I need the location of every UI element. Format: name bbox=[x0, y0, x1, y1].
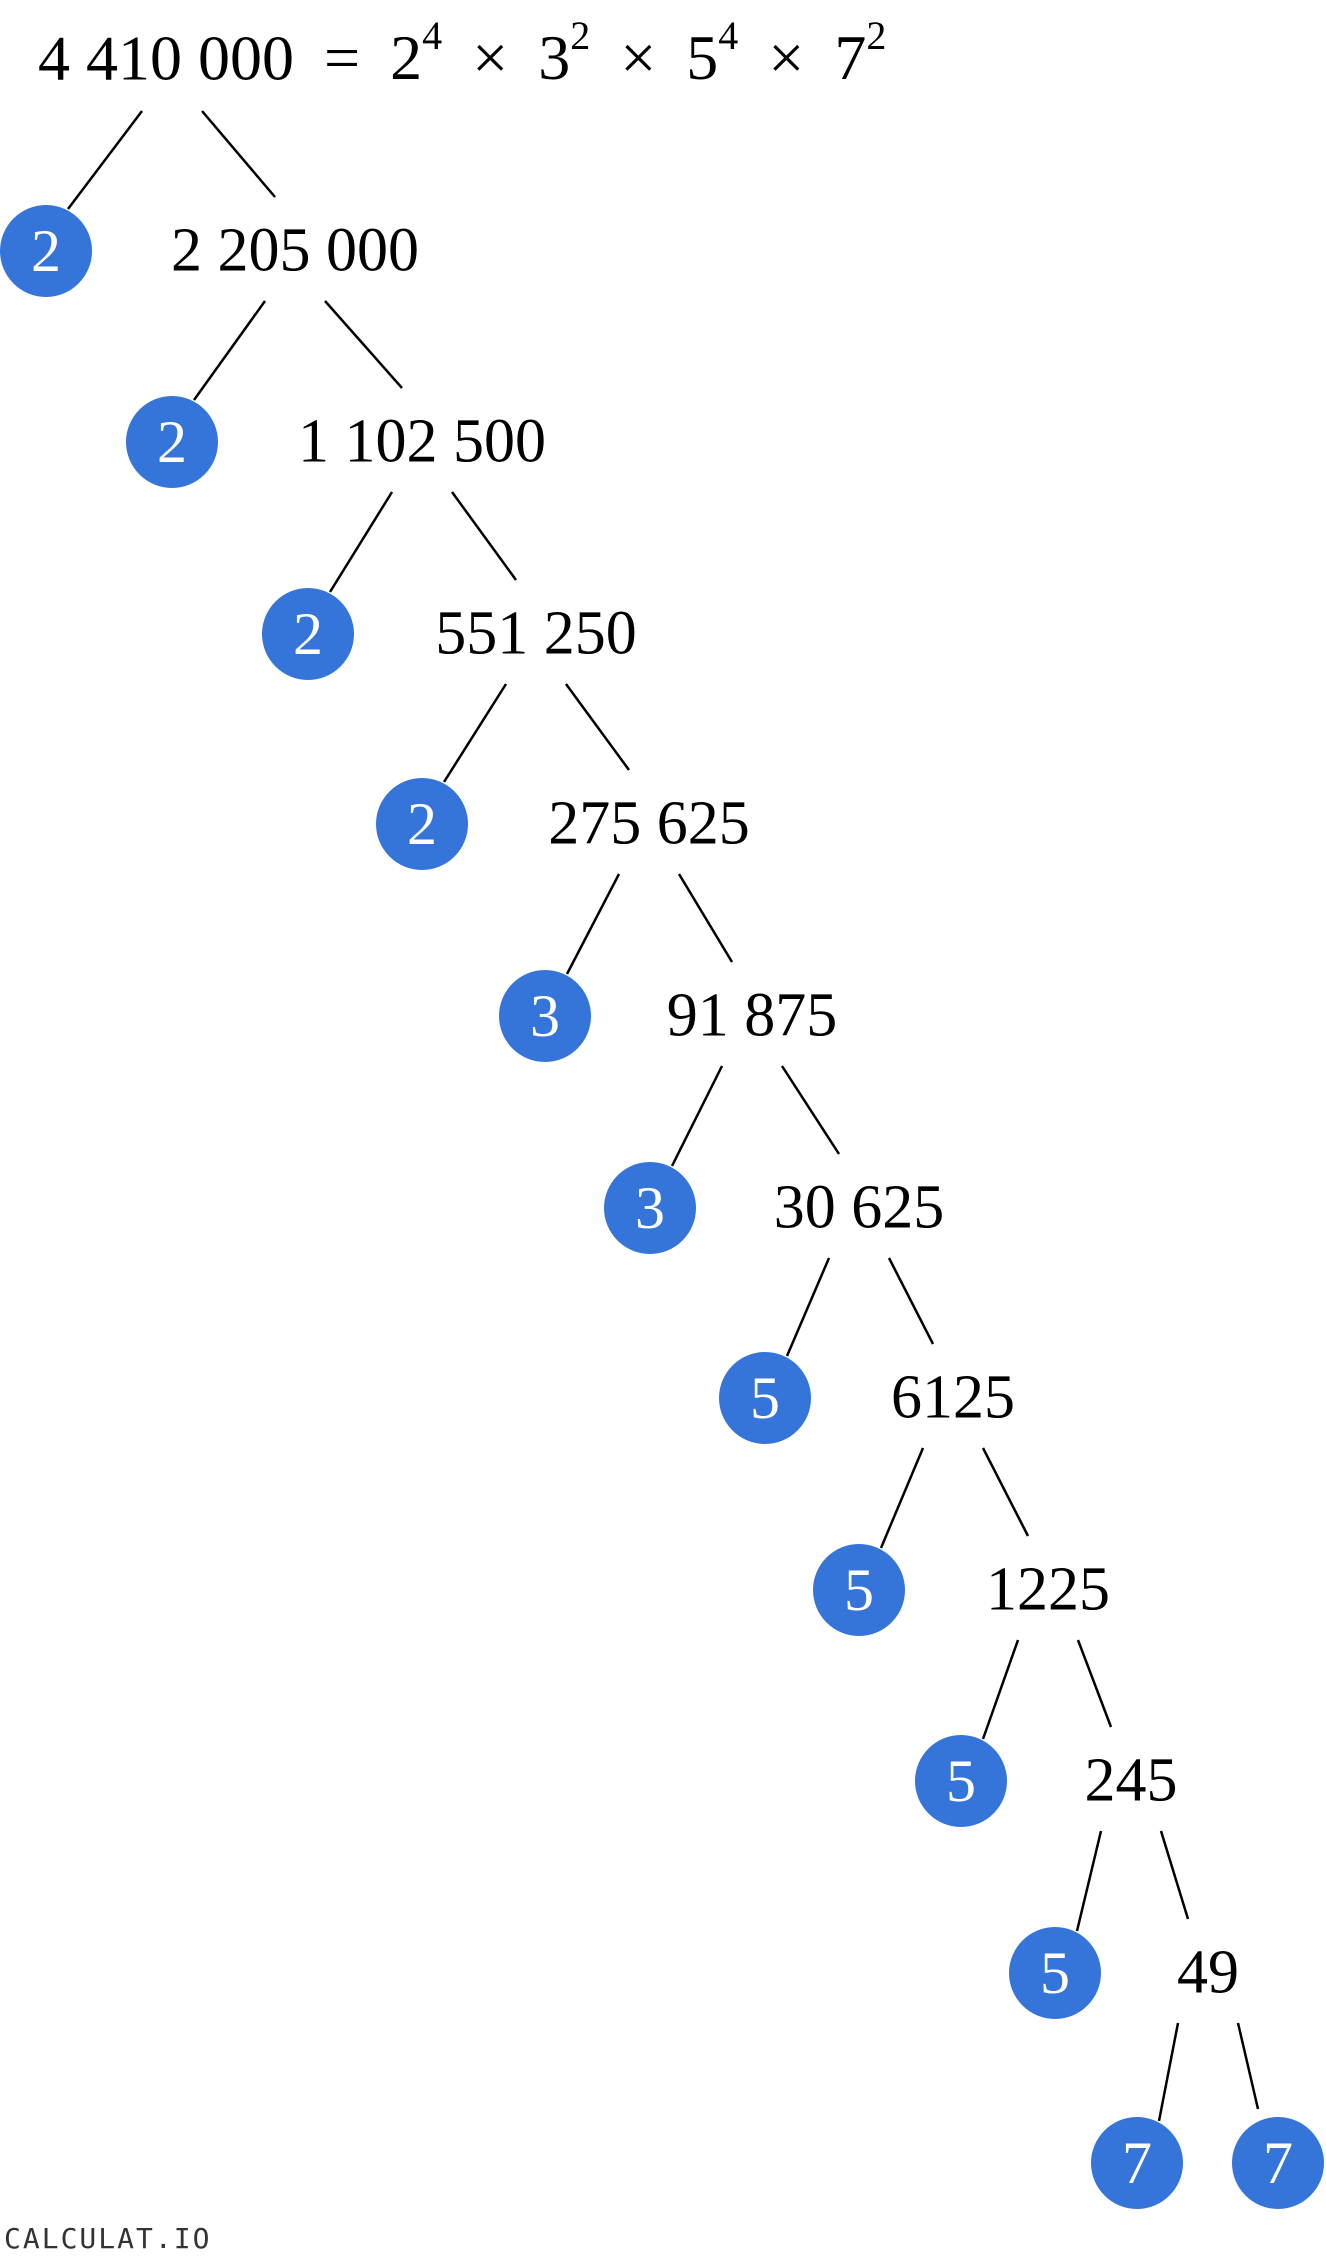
factor-term: 24 bbox=[390, 13, 443, 94]
tree-edge bbox=[887, 1257, 935, 1345]
tree-edge bbox=[1075, 1830, 1103, 1932]
tree-edge bbox=[67, 110, 143, 210]
prime-factor-circle: 2 bbox=[126, 396, 218, 488]
tree-edge bbox=[879, 1447, 925, 1549]
quotient-node: 1225 bbox=[986, 1555, 1110, 1624]
prime-factor-circle: 5 bbox=[1009, 1927, 1101, 2019]
quotient-node: 6125 bbox=[891, 1363, 1015, 1432]
tree-edge bbox=[981, 1447, 1030, 1537]
tree-edge bbox=[442, 683, 508, 783]
tree-edge bbox=[677, 873, 734, 963]
tree-edge bbox=[670, 1065, 724, 1167]
times-sign: × bbox=[472, 22, 509, 94]
prime-factor-circle: 2 bbox=[0, 205, 92, 297]
prime-factor-circle: 5 bbox=[719, 1352, 811, 1444]
tree-edge bbox=[1159, 1830, 1190, 1920]
prime-factor-circle: 3 bbox=[499, 970, 591, 1062]
prime-factor-circle: 7 bbox=[1091, 2117, 1183, 2209]
prime-factor-circle: 5 bbox=[915, 1735, 1007, 1827]
prime-factor-circle: 3 bbox=[604, 1162, 696, 1254]
factorization-equation: 4 410 000 = 24 × 32 × 54 × 72 bbox=[38, 13, 887, 95]
original-number: 4 410 000 bbox=[38, 22, 294, 94]
quotient-node: 91 875 bbox=[666, 981, 838, 1050]
tree-edge bbox=[1236, 2022, 1260, 2110]
factor-term: 72 bbox=[834, 13, 887, 94]
tree-edge bbox=[565, 873, 621, 975]
tree-edge bbox=[780, 1065, 841, 1155]
quotient-node: 275 625 bbox=[548, 789, 750, 858]
equals-sign: = bbox=[324, 22, 361, 94]
quotient-node: 49 bbox=[1177, 1938, 1239, 2007]
tree-edge bbox=[564, 683, 631, 771]
quotient-node: 245 bbox=[1084, 1746, 1178, 1815]
quotient-node: 1 102 500 bbox=[298, 407, 546, 476]
quotient-node: 2 205 000 bbox=[171, 216, 419, 285]
quotient-node: 551 250 bbox=[435, 599, 637, 668]
times-sign: × bbox=[768, 22, 805, 94]
factor-term: 54 bbox=[686, 13, 739, 94]
tree-edge bbox=[201, 110, 276, 198]
tree-edge bbox=[450, 491, 518, 581]
tree-edge bbox=[785, 1257, 831, 1357]
prime-factor-circle: 2 bbox=[376, 778, 468, 870]
tree-edge bbox=[981, 1639, 1020, 1740]
tree-edge bbox=[324, 300, 403, 389]
prime-factor-circle: 5 bbox=[813, 1544, 905, 1636]
tree-edge bbox=[192, 300, 267, 401]
calculat-logo: CALCULAT.IO bbox=[4, 2222, 212, 2255]
tree-edge bbox=[328, 491, 394, 593]
factor-term: 32 bbox=[538, 13, 591, 94]
tree-edge bbox=[1157, 2022, 1180, 2122]
prime-factor-circle: 7 bbox=[1232, 2117, 1324, 2209]
tree-edge bbox=[1076, 1639, 1113, 1728]
quotient-node: 30 625 bbox=[773, 1173, 945, 1242]
prime-factor-circle: 2 bbox=[262, 588, 354, 680]
times-sign: × bbox=[620, 22, 657, 94]
